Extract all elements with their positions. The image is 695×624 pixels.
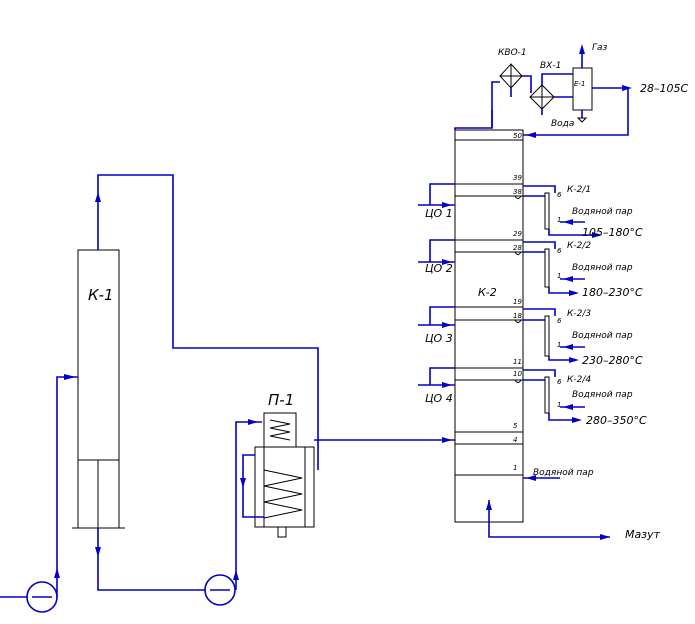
pump-around-1-label: ЦО 1 xyxy=(425,207,453,220)
pump-around-4-label: ЦО 4 xyxy=(425,392,453,405)
stripper-k2-4: 6 1 К-2/4 Водяной пар 280–350°С xyxy=(514,369,647,427)
stripper-3-label: К-2/3 xyxy=(567,309,591,319)
stripper-4-bottom-tray: 1 xyxy=(557,401,561,409)
k2-trays xyxy=(455,139,523,476)
tray-4: 4 xyxy=(513,436,517,444)
bottoms-pump xyxy=(204,574,236,606)
stripper-k2-3: 6 1 К-2/3 Водяной пар 230–280°С xyxy=(514,308,643,367)
column-k1: К-1 xyxy=(72,249,125,529)
fraction-1-label: 105–180°С xyxy=(582,226,643,239)
fraction-2-label: 180–230°С xyxy=(582,286,643,299)
k2-tray-numbers: 50 39 38 29 28 19 18 11 10 5 4 1 xyxy=(513,132,522,472)
stripper-1-label: К-2/1 xyxy=(567,185,591,195)
stripper-2-label: К-2/2 xyxy=(567,241,591,251)
water-cooler-vx1: ВХ-1 xyxy=(529,61,561,110)
pump-around-3: ЦО 3 xyxy=(418,306,455,345)
column-k2-label: К-2 xyxy=(478,286,497,299)
tray-10: 10 xyxy=(513,370,522,378)
fraction-4-label: 280–350°С xyxy=(586,414,647,427)
k2-steam-label: Водяной пар xyxy=(533,468,594,478)
tray-38: 38 xyxy=(513,188,522,196)
stripper-k2-1: 6 1 К-2/1 Водяной пар 105–180°С xyxy=(514,185,643,239)
stripper-2-bottom-tray: 1 xyxy=(557,272,561,280)
stripper-1-steam-label: Водяной пар xyxy=(572,207,633,217)
tray-19: 19 xyxy=(513,298,522,306)
stripper-2-steam-label: Водяной пар xyxy=(572,263,633,273)
water-label: Вода xyxy=(551,119,574,129)
pump-around-1: ЦО 1 xyxy=(418,183,455,220)
gasoline-label: 28–105С xyxy=(640,82,688,95)
furnace-p1-label: П-1 xyxy=(268,391,294,409)
pump-around-3-label: ЦО 3 xyxy=(425,332,453,345)
stripper-2-top-tray: 6 xyxy=(557,247,562,255)
gas-label: Газ xyxy=(592,43,608,53)
stripper-4-steam-label: Водяной пар xyxy=(572,390,633,400)
stripper-3-top-tray: 6 xyxy=(557,317,562,325)
mazut-label: Мазут xyxy=(625,528,661,541)
separator-label: Е-1 xyxy=(574,80,585,88)
tray-18: 18 xyxy=(513,312,522,320)
stripper-1-top-tray: 6 xyxy=(557,191,562,199)
tray-5: 5 xyxy=(513,422,518,430)
fraction-3-label: 230–280°С xyxy=(582,354,643,367)
separator-e1: Е-1 xyxy=(572,67,593,111)
stripper-3-steam-label: Водяной пар xyxy=(572,331,633,341)
tray-29: 29 xyxy=(513,230,522,238)
furnace-p1: П-1 xyxy=(254,391,315,538)
column-k1-label: К-1 xyxy=(88,286,114,304)
feed-pump xyxy=(0,581,58,613)
tray-11: 11 xyxy=(513,358,522,366)
tray-1: 1 xyxy=(513,464,517,472)
stripper-4-label: К-2/4 xyxy=(567,375,591,385)
stripper-k2-2: 6 1 К-2/2 Водяной пар 180–230°С xyxy=(514,241,643,299)
stripper-3-bottom-tray: 1 xyxy=(557,341,561,349)
tray-39: 39 xyxy=(513,174,522,182)
pump-around-2: ЦО 2 xyxy=(418,239,455,275)
pump-around-2-label: ЦО 2 xyxy=(425,262,453,275)
tray-top: 50 xyxy=(513,132,522,140)
stripper-1-bottom-tray: 1 xyxy=(557,216,561,224)
tray-28: 28 xyxy=(513,244,522,252)
stripper-4-top-tray: 6 xyxy=(557,378,562,386)
pump-around-4: ЦО 4 xyxy=(418,367,455,405)
water-cooler-label: ВХ-1 xyxy=(540,61,561,71)
air-cooler-kvo1: КВО-1 xyxy=(498,48,527,89)
air-cooler-label: КВО-1 xyxy=(498,48,527,58)
